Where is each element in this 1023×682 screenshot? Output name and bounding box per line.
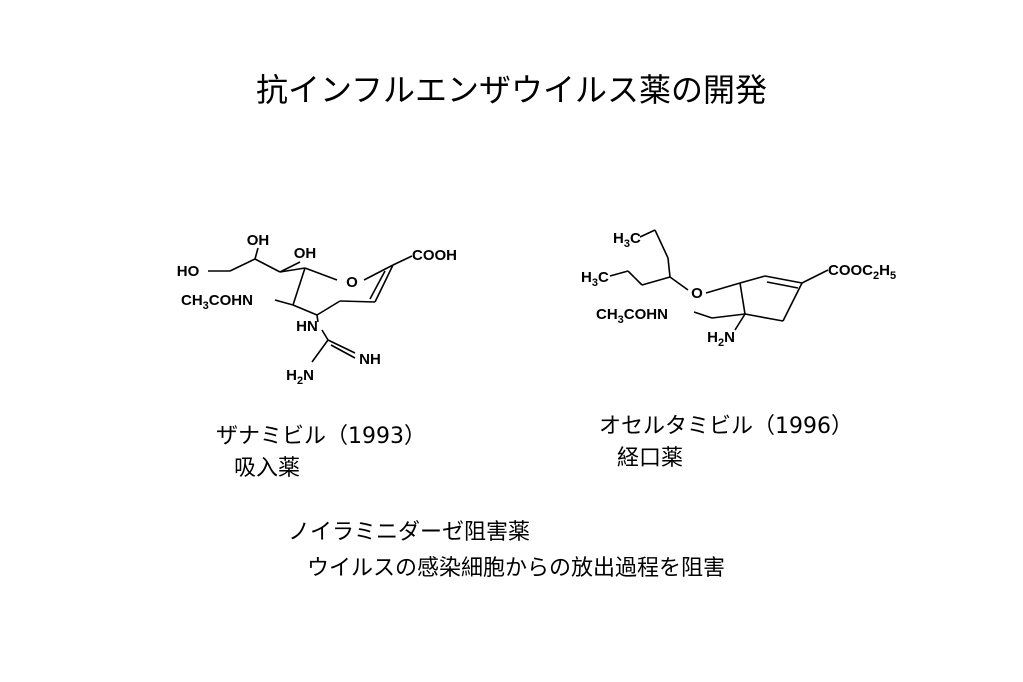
zanamivir-acetamide: CH3COHN <box>181 292 253 312</box>
oseltamivir-h3c-left: H3C <box>581 269 609 289</box>
zanamivir-nh: NH <box>359 351 381 368</box>
oseltamivir-ester: COOC2H5 <box>828 262 896 282</box>
zanamivir-ho: HO <box>177 263 200 280</box>
oseltamivir-structure: H3C H3C O COOC2H5 CH3COHN H2N <box>581 229 896 349</box>
zanamivir-structure: OH OH HO O COOH CH3COHN HN NH H2N <box>177 232 457 387</box>
zanamivir-name: ザナミビル（1993） <box>216 424 426 449</box>
mechanism-description: ウイルスの感染細胞からの放出過程を阻害 <box>307 556 726 581</box>
zanamivir-cooh: COOH <box>412 247 457 264</box>
zanamivir-route: 吸入薬 <box>234 456 301 481</box>
oseltamivir-route: 経口薬 <box>617 446 684 471</box>
zanamivir-oh-mid: OH <box>294 245 317 262</box>
zanamivir-hn: HN <box>296 318 318 335</box>
zanamivir-oh-top: OH <box>247 232 270 249</box>
oseltamivir-h2n: H2N <box>707 329 735 349</box>
oseltamivir-acetamide: CH3COHN <box>596 306 668 326</box>
oseltamivir-ether-oxygen: O <box>691 285 703 302</box>
zanamivir-h2n: H2N <box>286 367 314 387</box>
zanamivir-ring-oxygen: O <box>346 274 358 291</box>
mechanism-heading: ノイラミニダーゼ阻害薬 <box>288 520 531 545</box>
slide-title: 抗インフルエンザウイルス薬の開発 <box>255 71 768 109</box>
oseltamivir-h3c-top: H3C <box>613 230 641 250</box>
oseltamivir-name: オセルタミビル（1996） <box>599 414 853 439</box>
